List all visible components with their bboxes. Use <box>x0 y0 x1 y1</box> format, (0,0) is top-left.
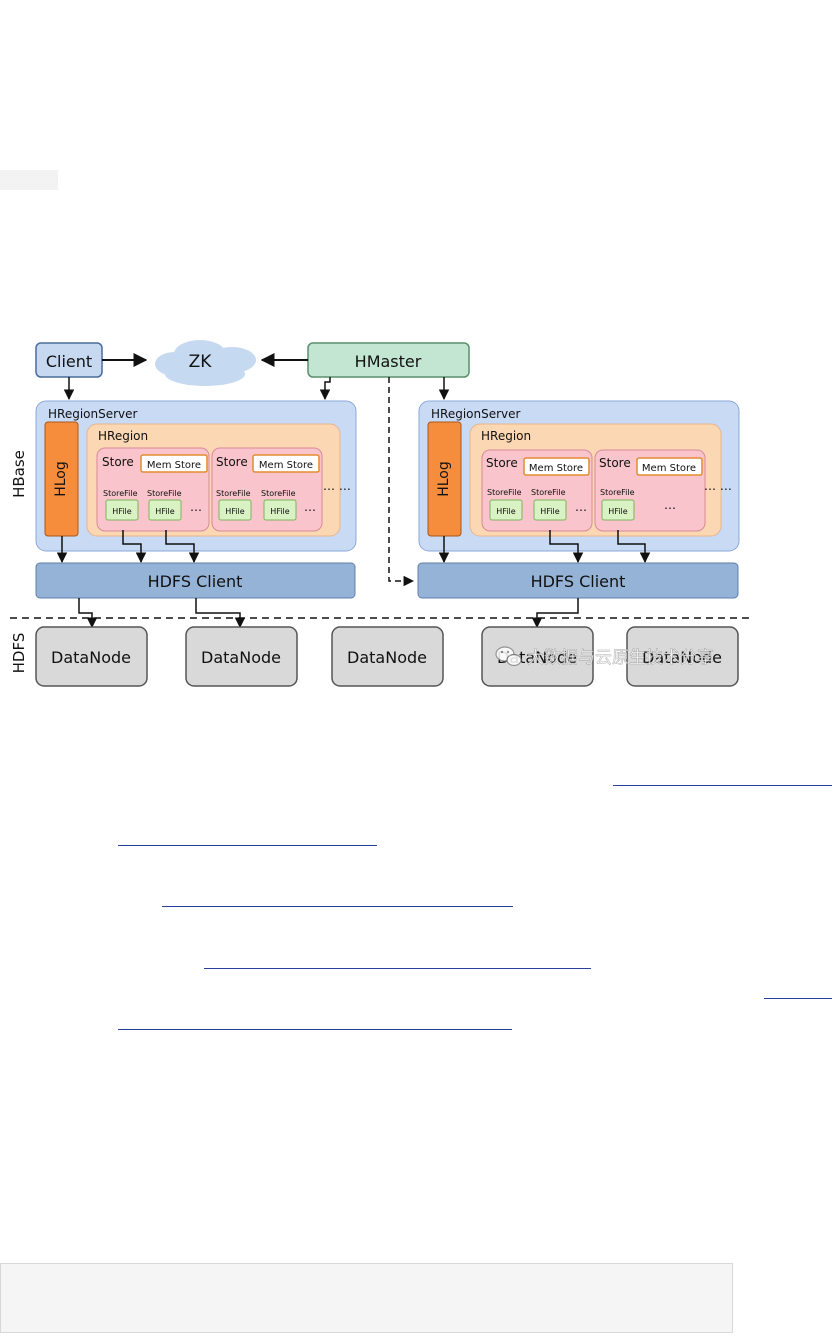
datanode-label: DataNode <box>347 648 427 667</box>
datanode-label: DataNode <box>201 648 281 667</box>
hbase-architecture-diagram: ZK Client HMaster HBase HDFS HRegionServ… <box>10 340 750 687</box>
store-left-1: Store Mem Store StoreFile HFile StoreFil… <box>96 447 210 532</box>
store-right-1: Store Mem Store StoreFile HFile StoreFil… <box>481 449 593 532</box>
hdfs-client-label-left: HDFS Client <box>148 572 243 591</box>
storefile-label: StoreFile <box>487 488 522 497</box>
store-label: Store <box>486 456 518 470</box>
hfile-label: HFile <box>608 507 627 516</box>
ellipsis: … <box>304 500 316 514</box>
hfile-label: HFile <box>496 507 515 516</box>
store-label: Store <box>102 455 134 469</box>
datanode-1: DataNode <box>35 626 148 687</box>
storefile-label: StoreFile <box>103 489 138 498</box>
zk-label: ZK <box>189 352 213 372</box>
hdfs-side-label: HDFS <box>10 633 28 674</box>
hfile-label: HFile <box>112 507 131 516</box>
datanode-2: DataNode <box>185 626 298 687</box>
link-underline <box>613 785 832 786</box>
watermark-text: 大数据与云原生技术分享 <box>527 648 714 668</box>
ellipsis-double: … … <box>323 479 351 493</box>
code-block <box>0 1263 733 1333</box>
store-left-2: Store Mem Store StoreFile HFile StoreFil… <box>211 447 323 532</box>
memstore-label: Mem Store <box>529 463 583 474</box>
storefile-label: StoreFile <box>147 489 182 498</box>
hdfs-client-label-right: HDFS Client <box>531 572 626 591</box>
storefile-label: StoreFile <box>531 488 566 497</box>
hdfs-client-left: HDFS Client <box>35 562 356 599</box>
ellipsis-double: … … <box>704 479 732 493</box>
link-underline <box>118 845 377 846</box>
client-label: Client <box>46 352 92 371</box>
hfile-label: HFile <box>155 507 174 516</box>
hbase-side-label: HBase <box>10 450 28 498</box>
memstore-label: Mem Store <box>642 463 696 474</box>
store-label: Store <box>216 455 248 469</box>
link-underline <box>204 968 591 969</box>
hregion-label-right: HRegion <box>481 429 531 443</box>
memstore-label: Mem Store <box>259 460 313 471</box>
link-underline <box>118 1029 512 1030</box>
datanode-5: DataNode <box>626 626 739 687</box>
hregion-right: HRegion Store Mem Store StoreFile HFile … <box>469 423 732 537</box>
datanode-label: DataNode <box>51 648 131 667</box>
hregionserver-label-left: HRegionServer <box>48 407 138 421</box>
hregionserver-label-right: HRegionServer <box>431 407 521 421</box>
hlog-label-left: HLog <box>53 461 69 497</box>
hregion-left: HRegion Store Mem Store StoreFile HFile … <box>86 423 351 537</box>
store-right-2: Store Mem Store StoreFile HFile … <box>594 449 706 532</box>
client-box: Client <box>35 342 103 378</box>
storefile-label: StoreFile <box>600 488 635 497</box>
storefile-label: StoreFile <box>216 489 251 498</box>
hlog-left: HLog <box>44 421 79 537</box>
hmaster-label: HMaster <box>355 352 422 371</box>
link-underline <box>162 906 513 907</box>
storefile-label: StoreFile <box>261 489 296 498</box>
hfile-label: HFile <box>270 507 289 516</box>
link-underline <box>764 998 832 999</box>
ellipsis: … <box>575 500 587 514</box>
memstore-label: Mem Store <box>147 460 201 471</box>
hdfs-client-right: HDFS Client <box>417 562 739 599</box>
ellipsis: … <box>190 500 202 514</box>
hmaster-box: HMaster <box>307 342 470 378</box>
top-left-fragment <box>0 170 58 190</box>
hlog-right: HLog <box>427 421 462 537</box>
datanode-3: DataNode <box>331 626 444 687</box>
hregionserver-left: HRegionServer HLog HRegion Store Mem Sto… <box>35 400 357 552</box>
hregion-label-left: HRegion <box>98 429 148 443</box>
hfile-label: HFile <box>540 507 559 516</box>
hfile-label: HFile <box>225 507 244 516</box>
store-label: Store <box>599 456 631 470</box>
wechat-icon <box>495 646 522 667</box>
datanode-label: DataNode <box>642 648 722 667</box>
hlog-label-right: HLog <box>436 461 452 497</box>
watermark: 大数据与云原生技术分享 <box>495 646 714 668</box>
zk-cloud: ZK <box>155 340 256 386</box>
hregionserver-right: HRegionServer HLog HRegion Store Mem Sto… <box>418 400 740 552</box>
ellipsis: … <box>664 498 676 512</box>
